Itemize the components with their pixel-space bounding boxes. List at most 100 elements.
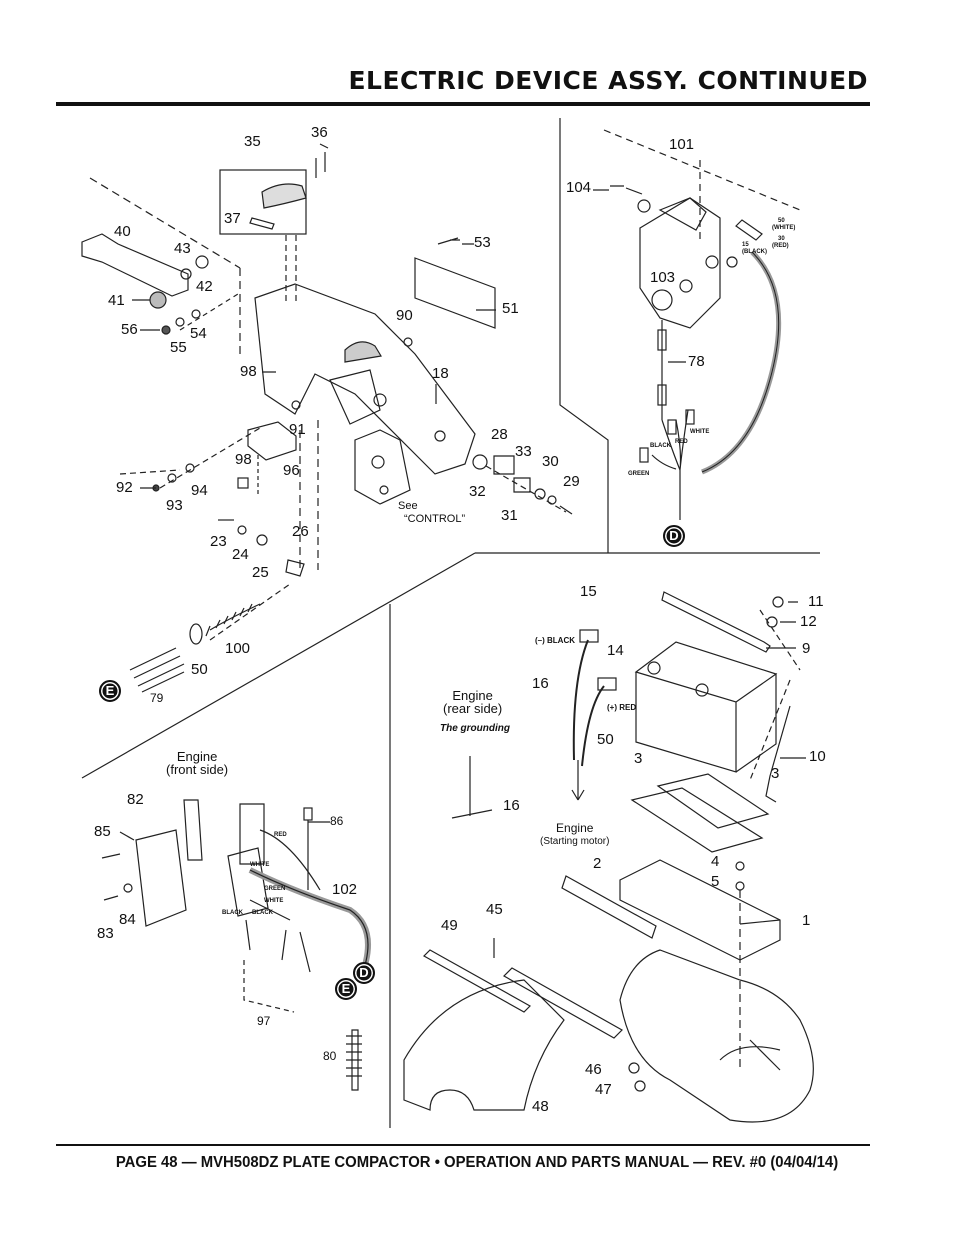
callout-94: 94	[191, 482, 208, 499]
callout-51: 51	[502, 300, 519, 317]
callout-3a: 3	[634, 750, 643, 767]
wire-black-label: BLACK	[650, 443, 671, 449]
callout-46: 46	[585, 1061, 602, 1078]
callout-53: 53	[474, 234, 491, 251]
callout-12: 12	[800, 613, 817, 630]
divider-diagonal	[81, 552, 476, 779]
callout-48: 48	[532, 1098, 549, 1115]
footer-rule	[56, 1144, 870, 1146]
callout-84: 84	[119, 911, 136, 928]
header-rule	[56, 102, 870, 106]
callout-93: 93	[166, 497, 183, 514]
part-spring-100	[205, 603, 261, 637]
callout-18: 18	[432, 365, 449, 382]
wire-30-label: 30(RED)	[772, 236, 789, 249]
part-block	[183, 799, 203, 861]
wire-white-label: WHITE	[690, 429, 710, 435]
callout-85: 85	[94, 823, 111, 840]
callout-36: 36	[311, 124, 328, 141]
callout-91: 91	[289, 421, 306, 438]
callout-24: 24	[232, 546, 249, 563]
callout-4: 4	[711, 853, 720, 870]
callout-101: 101	[669, 136, 695, 153]
callout-90: 90	[396, 307, 413, 324]
part-cover-18	[254, 283, 476, 475]
wire-green-label: GREEN	[628, 471, 650, 477]
part-pad-2	[561, 875, 657, 939]
part-keyswitch-panel	[639, 197, 721, 329]
callout-15: 15	[580, 583, 597, 600]
callout-30: 30	[542, 453, 559, 470]
callout-86: 86	[330, 814, 344, 828]
callout-14: 14	[607, 642, 624, 659]
callout-35: 35	[244, 133, 261, 150]
part-boot-79	[129, 647, 185, 693]
cable-negative	[572, 639, 589, 761]
callout-1: 1	[802, 912, 811, 929]
see-note: See “CONTROL”	[398, 500, 466, 525]
callout-25: 25	[252, 564, 269, 581]
callout-42: 42	[196, 278, 213, 295]
callout-79: 79	[150, 691, 164, 705]
callout-92: 92	[116, 479, 133, 496]
engine-frame	[619, 949, 814, 1123]
part-rail-45	[503, 967, 623, 1039]
callout-78: 78	[688, 353, 705, 370]
callout-2: 2	[593, 855, 602, 872]
callout-103: 103	[650, 269, 676, 286]
page-footer: PAGE 48 — MVH508DZ PLATE COMPACTOR • OPE…	[115, 1154, 839, 1171]
callout-5: 5	[711, 873, 720, 890]
harness-78	[651, 320, 689, 471]
callout-26: 26	[292, 523, 309, 540]
callout-43: 43	[174, 240, 191, 257]
part-96	[247, 421, 297, 461]
wire-black2-label: BLACK	[222, 910, 243, 916]
callout-16b: 16	[503, 797, 520, 814]
callout-23: 23	[210, 533, 227, 550]
wire-15-label: 15(BLACK)	[742, 242, 767, 255]
callout-50a: 50	[191, 661, 208, 678]
callout-29: 29	[563, 473, 580, 490]
callout-3b: 3	[771, 765, 780, 782]
part-cover-48	[403, 979, 565, 1111]
callout-9: 9	[802, 640, 811, 657]
page-title: ELECTRIC DEVICE ASSY. CONTINUED	[348, 66, 868, 95]
callout-96: 96	[283, 462, 300, 479]
engine-front-note: Engine (front side)	[166, 749, 229, 777]
callout-104: 104	[566, 179, 592, 196]
wire-red-label: RED	[675, 439, 688, 445]
part-battery	[634, 641, 778, 773]
callout-47: 47	[595, 1081, 612, 1098]
callout-45: 45	[486, 901, 503, 918]
callout-102: 102	[332, 881, 358, 898]
positive-terminal-label: (+) RED	[607, 703, 637, 712]
callout-54: 54	[190, 325, 207, 342]
part-plate-40	[81, 233, 189, 297]
negative-terminal-label: (–) BLACK	[535, 636, 575, 645]
part-box-35	[219, 169, 307, 235]
ground-cable	[451, 756, 493, 819]
callout-16a: 16	[532, 675, 549, 692]
connector-e-bottom-badge: E	[335, 978, 357, 1000]
connector-d-bottom-badge: D	[353, 962, 375, 984]
part-bracket	[227, 803, 269, 917]
callout-49: 49	[441, 917, 458, 934]
wire-green2-label: GREEN	[264, 886, 286, 892]
callout-28: 28	[491, 426, 508, 443]
callout-33: 33	[515, 443, 532, 460]
callout-50b: 50	[597, 731, 614, 748]
divider-top-right	[559, 118, 609, 553]
callout-83: 83	[97, 925, 114, 942]
callout-55: 55	[170, 339, 187, 356]
callout-32: 32	[469, 483, 486, 500]
connector-e-top-badge: E	[99, 680, 121, 702]
callout-56: 56	[121, 321, 138, 338]
wire-white2-label: WHITE	[250, 862, 270, 868]
callout-82: 82	[127, 791, 144, 808]
callout-31: 31	[501, 507, 518, 524]
wire-white3-label: WHITE	[264, 898, 284, 904]
part-pad-3b	[630, 787, 764, 853]
wire-50-label: 50(WHITE)	[772, 218, 796, 231]
grounding-note: The grounding	[440, 723, 510, 734]
